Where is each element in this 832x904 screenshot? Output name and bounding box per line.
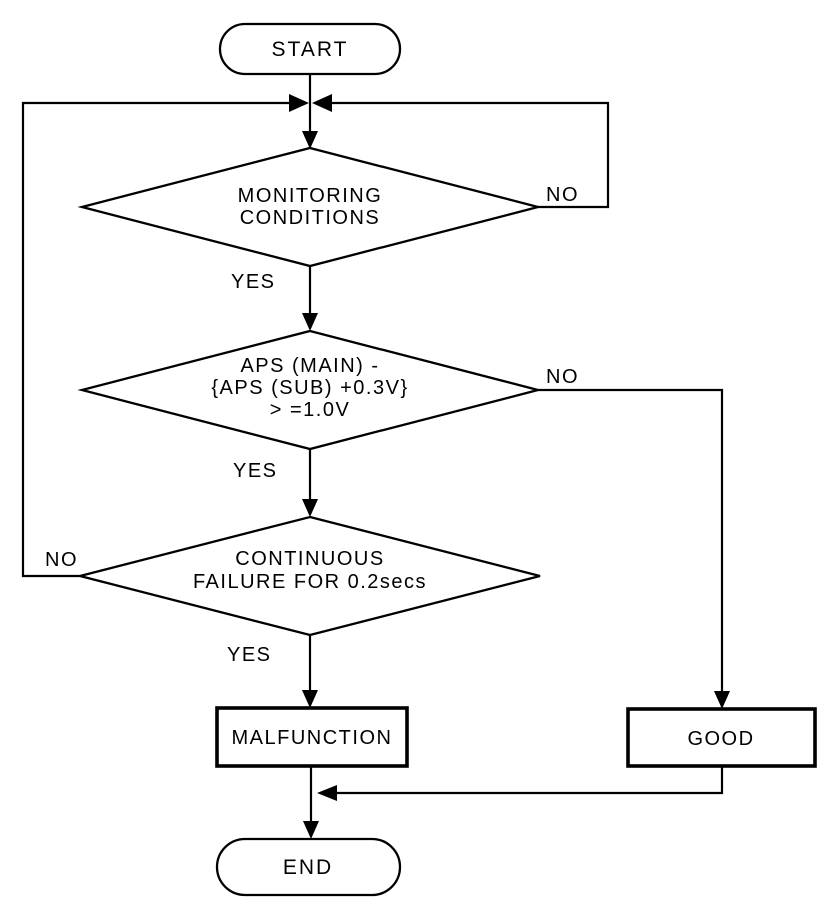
edge-malfunction-to-end xyxy=(303,766,319,839)
good-box-shape xyxy=(626,707,817,768)
arrowhead-down-icon xyxy=(303,821,319,839)
aps-line3: > =1.0V xyxy=(270,399,351,421)
edge-good-to-merge xyxy=(317,766,724,801)
continuous-yes-label: YES xyxy=(227,644,272,666)
edge-line xyxy=(538,388,724,704)
aps-no-label: NO xyxy=(546,366,579,388)
aps-threshold-decision: APS (MAIN) - {APS (SUB) +0.3V} > =1.0V xyxy=(77,329,543,451)
malfunction-box-shape xyxy=(215,706,409,768)
malfunction-process-box: MALFUNCTION xyxy=(215,706,409,768)
decision-diamond-shape xyxy=(77,146,543,268)
continuous-failure-line1: CONTINUOUS xyxy=(235,548,384,570)
monitoring-conditions-decision: MONITORING CONDITIONS xyxy=(77,146,543,268)
arrowhead-down-icon xyxy=(714,691,730,709)
arrowhead-left-icon xyxy=(317,785,337,801)
edge-start-to-monitoring xyxy=(302,74,318,149)
continuous-failure-line2: FAILURE FOR 0.2secs xyxy=(193,571,427,593)
arrowhead-down-icon xyxy=(302,131,318,149)
edge-monitoring-yes xyxy=(302,266,318,331)
edge-aps-yes xyxy=(302,449,318,517)
end-terminator: END xyxy=(215,837,402,897)
aps-line2: {APS (SUB) +0.3V} xyxy=(211,377,408,399)
edge-aps-no-to-good xyxy=(538,388,730,709)
arrowhead-down-icon xyxy=(302,499,318,517)
good-process-box: GOOD xyxy=(626,707,817,768)
end-terminator-shape xyxy=(215,837,402,897)
continuous-failure-decision: CONTINUOUS FAILURE FOR 0.2secs xyxy=(79,515,541,637)
arrowhead-down-icon xyxy=(302,690,318,708)
edge-line xyxy=(332,101,610,209)
good-label: GOOD xyxy=(687,728,754,750)
edge-monitoring-no-loop xyxy=(312,94,610,209)
start-terminator-shape xyxy=(218,22,402,76)
monitoring-conditions-line2: CONDITIONS xyxy=(240,207,381,229)
decision-diamond-shape xyxy=(79,515,541,637)
edge-line xyxy=(337,766,724,795)
arrowhead-right-icon xyxy=(289,94,309,112)
arrowhead-down-icon xyxy=(302,313,318,331)
edge-continuous-no-loop xyxy=(21,94,309,578)
edge-line xyxy=(21,101,290,578)
monitoring-yes-label: YES xyxy=(231,271,276,293)
malfunction-label: MALFUNCTION xyxy=(232,727,393,749)
edge-continuous-yes xyxy=(302,635,318,708)
continuous-no-label: NO xyxy=(45,549,78,571)
start-label: START xyxy=(272,38,349,61)
arrowhead-left-icon xyxy=(312,94,332,112)
end-label: END xyxy=(283,856,333,879)
monitoring-no-label: NO xyxy=(546,184,579,206)
monitoring-conditions-line1: MONITORING xyxy=(238,185,383,207)
aps-yes-label: YES xyxy=(233,460,278,482)
aps-line1: APS (MAIN) - xyxy=(240,355,379,377)
start-terminator: START xyxy=(218,22,402,76)
decision-diamond-shape xyxy=(77,329,543,451)
